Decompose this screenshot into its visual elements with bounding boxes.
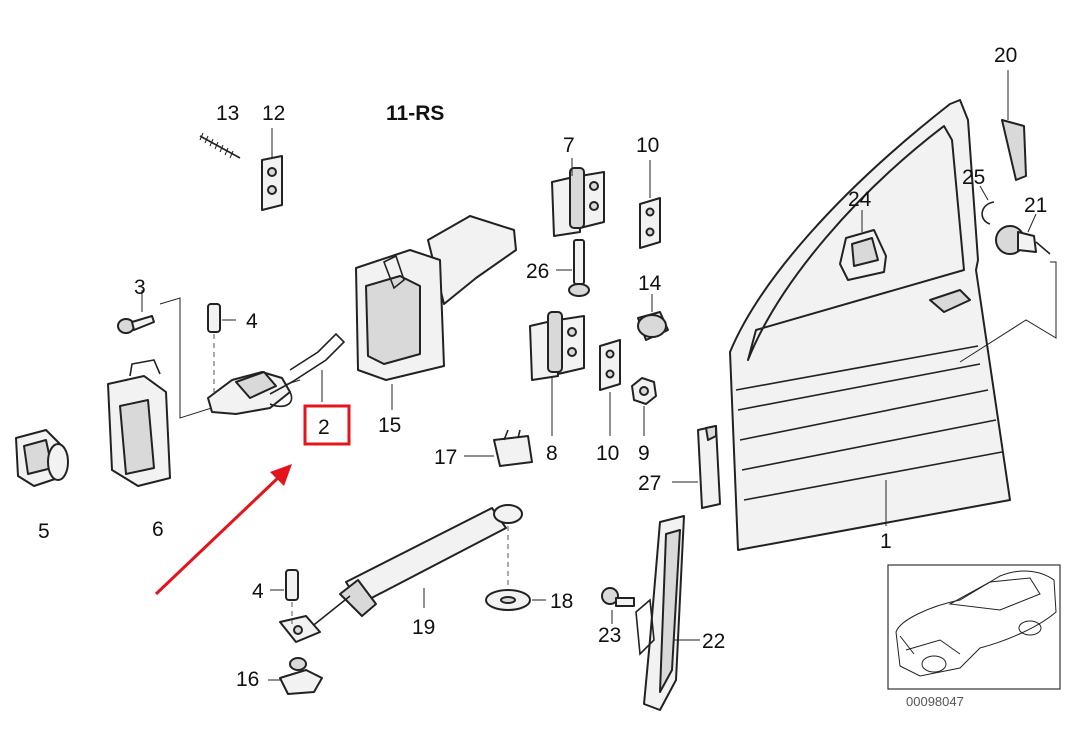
part-5-grommet [15, 429, 69, 487]
label-15: 15 [378, 414, 401, 437]
part-27-trim-strip [672, 425, 721, 509]
label-12: 12 [262, 102, 285, 125]
label-6: 6 [152, 518, 164, 541]
part-15-door-lock [355, 215, 517, 410]
highlight-marker [154, 404, 351, 596]
car-thumbnail [887, 564, 1061, 690]
part-6-sleeve [107, 359, 171, 487]
label-25: 25 [962, 166, 985, 189]
part-8-lower-hinge [529, 311, 585, 436]
label-23: 23 [598, 624, 621, 647]
part-17-clip [464, 429, 533, 467]
part-23-screw [601, 587, 635, 624]
part-12-plate [261, 128, 283, 211]
label-22: 22 [702, 630, 725, 653]
part-7-upper-hinge [551, 158, 605, 237]
label-4-lower: 4 [252, 580, 264, 603]
part-16-mount [268, 657, 323, 695]
label-3: 3 [134, 276, 146, 299]
door-assembly-guide-lines [959, 261, 1057, 363]
part-18-washer [485, 589, 546, 611]
part-26-bolt [556, 239, 590, 297]
part-10-plate-lower [599, 339, 621, 436]
label-17: 17 [434, 446, 457, 469]
part-25-clip-ring [979, 185, 995, 225]
part-20-mirror-trim [1001, 70, 1027, 181]
part-13-spring [199, 132, 241, 159]
label-21: 21 [1024, 194, 1047, 217]
label-1: 1 [880, 530, 892, 553]
label-13: 13 [216, 102, 239, 125]
label-14: 14 [638, 272, 662, 295]
image-code: 00098047 [906, 694, 964, 709]
label-9: 9 [638, 442, 650, 465]
part-4-bolt-upper [207, 303, 236, 392]
highlight-arrow-shaft [154, 474, 282, 596]
label-8: 8 [546, 442, 558, 465]
part-10-plate-upper [639, 160, 661, 249]
highlight-arrow-head-icon [270, 464, 292, 486]
label-26: 26 [526, 260, 549, 283]
part-22-pillar-trim [635, 515, 700, 711]
label-11-rs: 11-RS [386, 102, 444, 125]
part-21-lock-cylinder [995, 213, 1051, 255]
label-10-upper: 10 [636, 134, 659, 157]
label-27: 27 [638, 472, 661, 495]
part-4-bolt-lower [270, 569, 299, 624]
part-3-screw [117, 290, 155, 334]
label-4-upper: 4 [246, 310, 258, 333]
part-2-door-check [207, 332, 346, 415]
label-20: 20 [994, 44, 1017, 67]
label-7: 7 [563, 134, 575, 157]
label-18: 18 [550, 590, 573, 613]
part-19-gas-strut [279, 504, 523, 643]
part-14-bushing [637, 294, 669, 341]
part-9-nut [631, 377, 657, 436]
label-24: 24 [848, 188, 872, 211]
label-2: 2 [318, 416, 330, 439]
highlight-box [303, 404, 351, 446]
label-16: 16 [236, 668, 259, 691]
part-24-inner-handle [839, 210, 887, 281]
label-5: 5 [38, 520, 50, 543]
label-10-lower: 10 [596, 442, 619, 465]
label-19: 19 [412, 616, 435, 639]
